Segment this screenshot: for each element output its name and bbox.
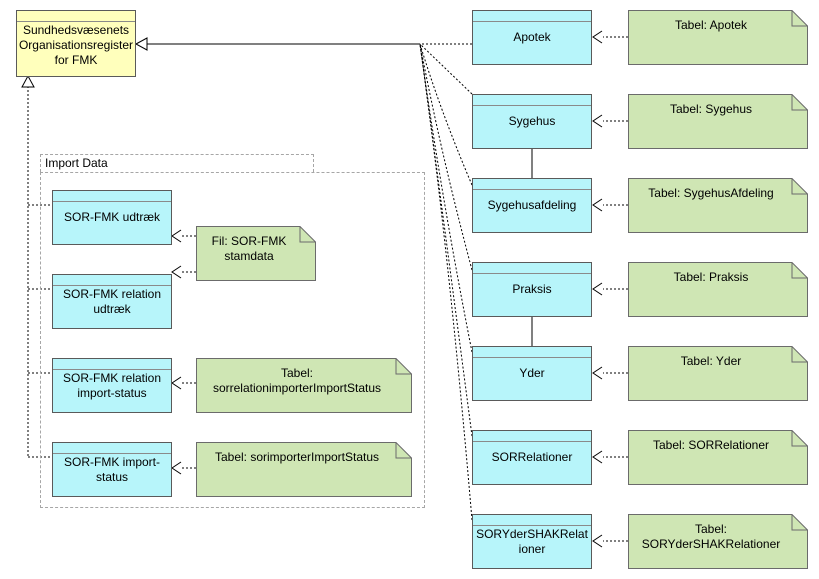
entity-yder[interactable]: Yder bbox=[472, 346, 592, 401]
entity-sygehus[interactable]: Sygehus bbox=[472, 94, 592, 149]
note-tabel-sorrelationimporter[interactable]: Tabel: sorrelationimporterImportStatus bbox=[196, 358, 412, 413]
entity-praksis[interactable]: Praksis bbox=[472, 262, 592, 317]
praksis-connector bbox=[419, 43, 473, 271]
note-tabel-yder[interactable]: Tabel: Yder bbox=[628, 346, 808, 401]
sygehus-connector bbox=[419, 43, 473, 95]
sorrelationer-connector bbox=[419, 43, 473, 437]
note-tabel-sorimporter[interactable]: Tabel: sorimporterImportStatus bbox=[196, 442, 412, 497]
note-shape bbox=[628, 10, 808, 65]
note-tabel-soryder-shak-relationer[interactable]: Tabel: SORYderSHAKRelationer bbox=[628, 514, 808, 569]
note-shape bbox=[628, 178, 808, 233]
entity-soryder-shak-relationer[interactable]: SORYderSHAKRelationer bbox=[472, 514, 592, 569]
note-shape bbox=[196, 226, 316, 281]
note-fil-sor-fmk-stamdata[interactable]: Fil: SOR-FMK stamdata bbox=[196, 226, 316, 281]
root-package[interactable]: Sundhedsvæsenets Organisationsregister f… bbox=[16, 10, 136, 77]
root-arrowhead bbox=[134, 37, 148, 51]
note-tabel-praksis[interactable]: Tabel: Praksis bbox=[628, 262, 808, 317]
entity-sygehusafdeling[interactable]: Sygehusafdeling bbox=[472, 178, 592, 233]
note-shape bbox=[196, 442, 412, 497]
note-tabel-sygehus[interactable]: Tabel: Sygehus bbox=[628, 94, 808, 149]
note-tabel-sygehusafdeling[interactable]: Tabel: SygehusAfdeling bbox=[628, 178, 808, 233]
root-label: Sundhedsvæsenets Organisationsregister f… bbox=[18, 23, 134, 67]
note-shape bbox=[196, 358, 412, 413]
entity-sorrelationer[interactable]: SORRelationer bbox=[472, 430, 592, 485]
note-tabel-sorrelationer[interactable]: Tabel: SORRelationer bbox=[628, 430, 808, 485]
soryder-connector bbox=[419, 43, 473, 521]
entity-sor-fmk-import-status[interactable]: SOR-FMK import-status bbox=[52, 442, 172, 497]
note-shape bbox=[628, 346, 808, 401]
note-shape bbox=[628, 94, 808, 149]
import-group-tab: Import Data bbox=[40, 154, 314, 172]
yder-connector bbox=[419, 43, 473, 353]
entity-sor-fmk-relation-udtraek[interactable]: SOR-FMK relation udtræk bbox=[52, 274, 172, 329]
sygehusafdeling-connector bbox=[419, 43, 473, 186]
entity-sor-fmk-udtraek[interactable]: SOR-FMK udtræk bbox=[52, 190, 172, 245]
import-arrowhead bbox=[21, 74, 35, 88]
note-shape bbox=[628, 430, 808, 485]
note-shape bbox=[628, 514, 808, 569]
entity-sor-fmk-relation-import-status[interactable]: SOR-FMK relation import-status bbox=[52, 358, 172, 413]
package-divider bbox=[17, 21, 135, 22]
import-group-frame bbox=[40, 172, 425, 508]
note-shape bbox=[628, 262, 808, 317]
note-tabel-apotek[interactable]: Tabel: Apotek bbox=[628, 10, 808, 65]
import-group-label: Import Data bbox=[45, 156, 108, 170]
entity-apotek[interactable]: Apotek bbox=[472, 10, 592, 65]
